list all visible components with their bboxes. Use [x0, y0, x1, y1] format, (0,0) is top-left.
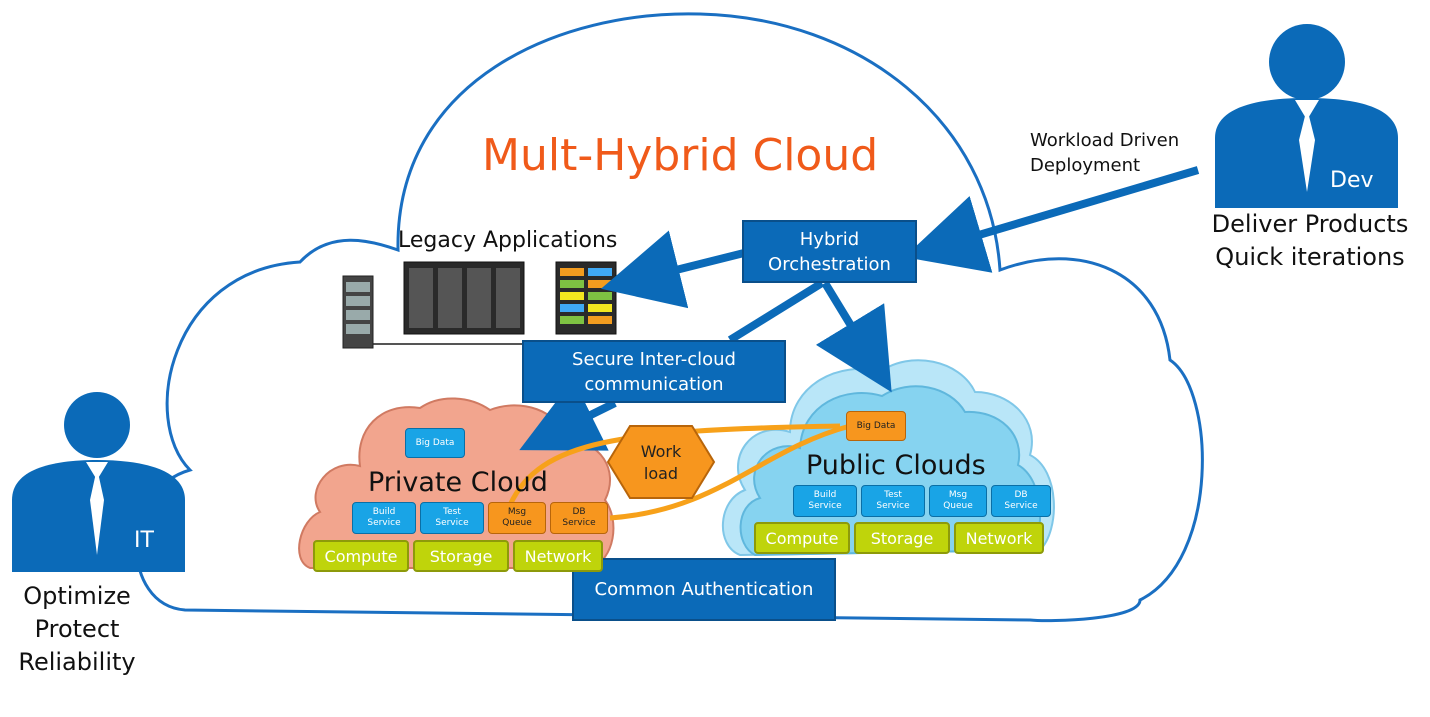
public-service-test: Test Service	[861, 485, 925, 517]
workload-line-upper	[507, 423, 841, 507]
dev-persona-icon	[1215, 24, 1398, 208]
private-service-build: Build Service	[352, 502, 416, 534]
arrow-secure-to-private	[519, 378, 617, 451]
it-persona-label: Optimize Protect Reliability	[18, 582, 136, 676]
arrow-orchestration-to-public	[815, 280, 892, 393]
workload-label: Work load	[640, 442, 682, 483]
legacy-server-rack	[403, 261, 525, 335]
private-big-data: Big Data	[405, 428, 465, 458]
legacy-server-small	[342, 275, 374, 349]
it-badge: IT	[134, 528, 154, 553]
arrow-dev-to-orchestration	[904, 166, 1200, 273]
workload-line-lower	[609, 423, 851, 521]
public-resource-compute: Compute	[754, 522, 850, 554]
arrow-orchestration-to-secure	[727, 279, 825, 344]
private-service-db: DB Service	[550, 502, 608, 534]
dev-badge: Dev	[1330, 168, 1374, 193]
public-clouds-title: Public Clouds	[806, 450, 986, 481]
legacy-applications-label: Legacy Applications	[398, 228, 618, 253]
secure-intercloud-box: Secure Inter-cloud communication	[522, 340, 786, 403]
arrow-orchestration-to-legacy	[600, 230, 745, 309]
public-service-msg-queue: Msg Queue	[929, 485, 987, 517]
private-service-test: Test Service	[420, 502, 484, 534]
it-persona-icon	[12, 392, 185, 572]
workload-hexagon	[606, 425, 716, 499]
private-resource-network: Network	[513, 540, 603, 572]
public-service-build: Build Service	[793, 485, 857, 517]
workload-driven-label: Workload Driven Deployment	[1030, 130, 1180, 176]
public-big-data: Big Data	[846, 411, 906, 441]
public-service-db: DB Service	[991, 485, 1051, 517]
private-resource-storage: Storage	[413, 540, 509, 572]
private-service-msg-queue: Msg Queue	[488, 502, 546, 534]
legacy-colored-rack	[555, 261, 617, 335]
dev-persona-label: Deliver Products Quick iterations	[1211, 210, 1409, 271]
public-resource-storage: Storage	[854, 522, 950, 554]
public-resource-network: Network	[954, 522, 1044, 554]
private-resource-compute: Compute	[313, 540, 409, 572]
hybrid-orchestration-box: Hybrid Orchestration	[742, 220, 917, 283]
common-authentication-box: Common Authentication	[572, 558, 836, 621]
diagram-title: Mult-Hybrid Cloud	[482, 130, 879, 181]
private-cloud-title: Private Cloud	[368, 467, 548, 498]
